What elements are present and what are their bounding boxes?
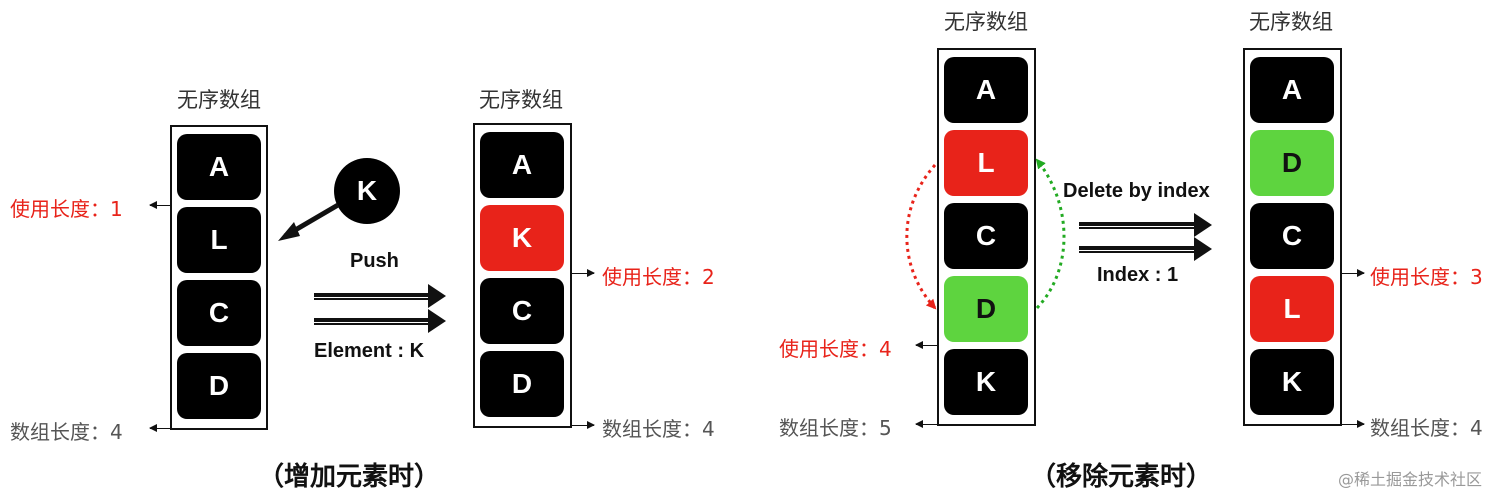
insert-arrow-head: [278, 222, 300, 241]
cell-remove-after-0: A: [1250, 57, 1334, 123]
operation-label-push: Push: [350, 250, 399, 272]
new-element-circle: K: [334, 158, 400, 224]
cell-remove-after-4: K: [1250, 349, 1334, 415]
cell-remove-after-3: L: [1250, 276, 1334, 342]
array-title-push-after: 无序数组: [479, 88, 563, 112]
cell-remove-after-2: C: [1250, 203, 1334, 269]
cell-remove-before-2: C: [944, 203, 1028, 269]
array-length-label-push-before: 数组长度：4: [10, 420, 123, 444]
cell-remove-before-0: A: [944, 57, 1028, 123]
used-length-pointer: [915, 341, 937, 349]
caption-remove: （移除元素时）: [1030, 462, 1213, 492]
array-length-pointer: [1342, 420, 1365, 428]
cell-remove-before-4: K: [944, 349, 1028, 415]
caption-push: （增加元素时）: [258, 462, 441, 492]
used-length-label-push-after: 使用长度：2: [602, 265, 715, 289]
push-arrows: [314, 284, 446, 333]
cell-remove-after-1: D: [1250, 130, 1334, 196]
cell-push-before-3: D: [177, 353, 261, 419]
array-length-pointer: [915, 420, 937, 428]
cell-push-before-0: A: [177, 134, 261, 200]
used-length-pointer: [572, 269, 595, 277]
operation-detail-remove: Index : 1: [1097, 264, 1179, 286]
array-title-remove-before: 无序数组: [944, 10, 1028, 34]
swap-arrow-red: [905, 164, 937, 310]
operation-label-remove: Delete by index: [1063, 180, 1210, 202]
used-length-pointer: [149, 201, 170, 209]
array-length-pointer: [572, 421, 595, 429]
cell-push-after-3: D: [480, 351, 564, 417]
used-length-label-push-before: 使用长度：1: [10, 197, 123, 221]
cell-push-after-1: K: [480, 205, 564, 271]
used-length-label-remove-before: 使用长度：4: [779, 337, 892, 361]
used-length-pointer: [1342, 269, 1365, 277]
cell-remove-before-3: D: [944, 276, 1028, 342]
array-length-label-push-after: 数组长度：4: [602, 417, 715, 441]
used-length-label-remove-after: 使用长度：3: [1370, 265, 1483, 289]
delete-arrows: [1079, 213, 1212, 261]
cell-remove-before-1: L: [944, 130, 1028, 196]
swap-arrow-green: [1035, 158, 1066, 310]
array-title-push-before: 无序数组: [177, 88, 261, 112]
cell-push-after-2: C: [480, 278, 564, 344]
array-length-label-remove-after: 数组长度：4: [1370, 416, 1483, 440]
array-title-remove-after: 无序数组: [1249, 10, 1333, 34]
operation-detail-push: Element : K: [314, 340, 425, 362]
cell-push-before-2: C: [177, 280, 261, 346]
array-length-label-remove-before: 数组长度：5: [779, 416, 892, 440]
watermark: @稀土掘金技术社区: [1338, 470, 1483, 489]
cell-push-after-0: A: [480, 132, 564, 198]
array-length-pointer: [149, 424, 170, 432]
cell-push-before-1: L: [177, 207, 261, 273]
